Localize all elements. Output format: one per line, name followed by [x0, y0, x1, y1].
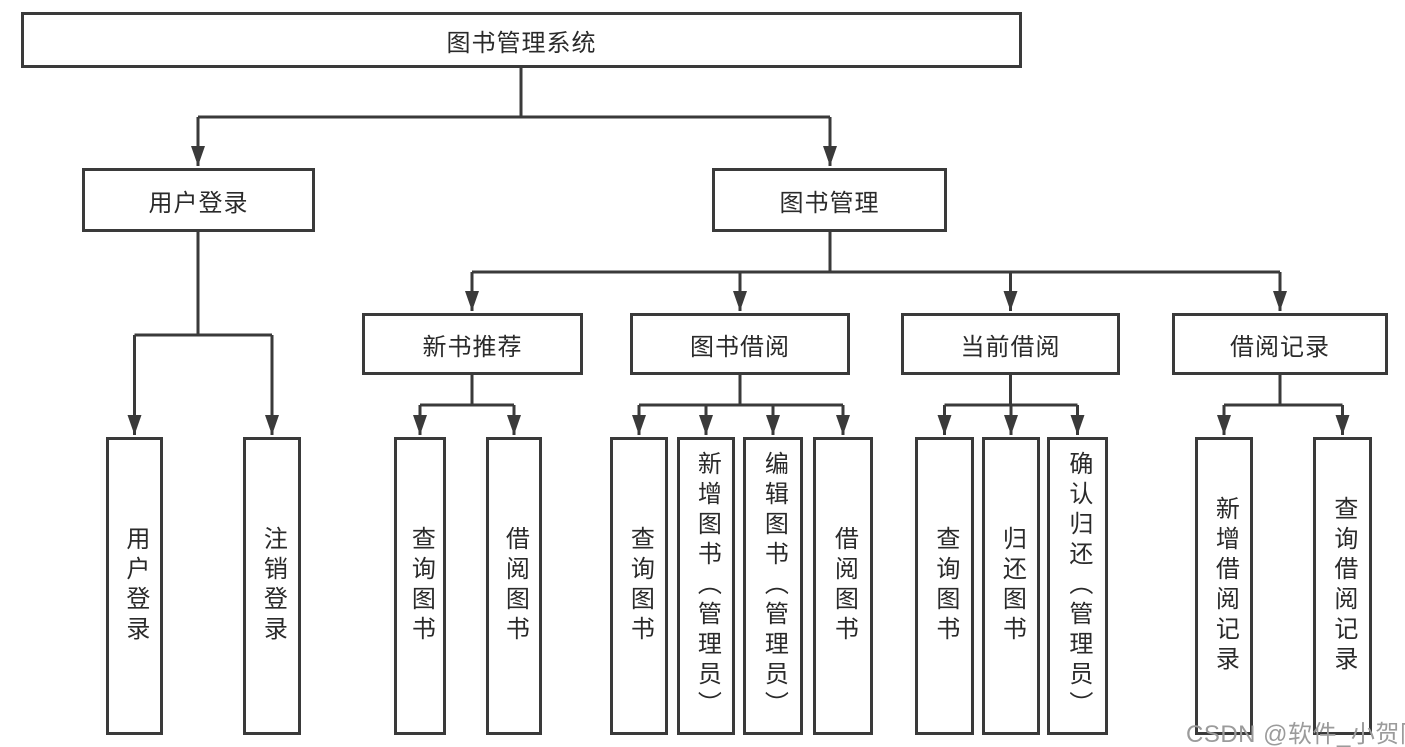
- leaf-query-books-recommend-label: 查询图书: [407, 526, 435, 646]
- leaf-query-borrow-record: 查询借阅记录: [1313, 437, 1372, 735]
- node-borrow-records: 借阅记录: [1172, 313, 1388, 375]
- node-book-borrow-label: 图书借阅: [690, 333, 790, 361]
- leaf-return-books-label: 归还图书: [998, 526, 1026, 646]
- leaf-add-borrow-record-label: 新增借阅记录: [1211, 496, 1239, 676]
- leaf-return-books: 归还图书: [982, 437, 1040, 735]
- leaf-borrow-books-recommend-label: 借阅图书: [501, 526, 529, 646]
- leaf-confirm-return-admin: 确认归还（管理员）: [1047, 437, 1108, 735]
- connector-borrow-records-branch: [1217, 375, 1350, 435]
- leaf-query-books-recommend: 查询图书: [394, 437, 446, 735]
- leaf-edit-books-admin: 编辑图书（管理员）: [743, 437, 803, 735]
- leaf-borrow-books-label: 借阅图书: [830, 526, 858, 646]
- leaf-user-login-label: 用户登录: [121, 526, 149, 646]
- node-user-login-label: 用户登录: [148, 189, 249, 217]
- leaf-query-books-borrow: 查询图书: [610, 437, 668, 735]
- node-new-book-recommend-label: 新书推荐: [422, 333, 523, 361]
- csdn-watermark: CSDN @软件_小贺同学: [1186, 721, 1405, 747]
- connector-new-book-branch: [413, 375, 521, 435]
- leaf-query-books-current-label: 查询图书: [931, 526, 959, 646]
- node-library-system: 图书管理系统: [21, 12, 1022, 68]
- leaf-borrow-books-recommend: 借阅图书: [486, 437, 542, 735]
- node-current-borrow-label: 当前借阅: [960, 333, 1061, 361]
- leaf-logout: 注销登录: [243, 437, 301, 735]
- leaf-borrow-books: 借阅图书: [813, 437, 873, 735]
- leaf-logout-label: 注销登录: [259, 526, 287, 646]
- connector-current-borrow-branch: [937, 375, 1085, 435]
- leaf-edit-books-admin-label: 编辑图书（管理员）: [760, 451, 788, 721]
- connector-book-borrow-branch: [632, 375, 850, 435]
- node-book-management-label: 图书管理: [779, 189, 880, 217]
- node-book-management: 图书管理: [712, 168, 947, 232]
- connector-user-login-branch: [127, 232, 279, 435]
- leaf-add-books-admin: 新增图书（管理员）: [677, 437, 735, 735]
- node-book-borrow: 图书借阅: [630, 313, 850, 375]
- leaf-query-borrow-record-label: 查询借阅记录: [1329, 496, 1357, 676]
- connector-root-branch: [191, 68, 837, 166]
- leaf-query-books-current: 查询图书: [915, 437, 974, 735]
- leaf-user-login: 用户登录: [106, 437, 163, 735]
- leaf-add-books-admin-label: 新增图书（管理员）: [693, 451, 721, 721]
- node-current-borrow: 当前借阅: [901, 313, 1120, 375]
- node-borrow-records-label: 借阅记录: [1230, 333, 1330, 361]
- leaf-add-borrow-record: 新增借阅记录: [1195, 437, 1253, 735]
- leaf-confirm-return-admin-label: 确认归还（管理员）: [1064, 451, 1092, 721]
- node-library-system-label: 图书管理系统: [446, 29, 597, 57]
- node-user-login: 用户登录: [82, 168, 315, 232]
- node-new-book-recommend: 新书推荐: [362, 313, 583, 375]
- connector-book-management-branch: [465, 232, 1287, 311]
- leaf-query-books-borrow-label: 查询图书: [626, 526, 654, 646]
